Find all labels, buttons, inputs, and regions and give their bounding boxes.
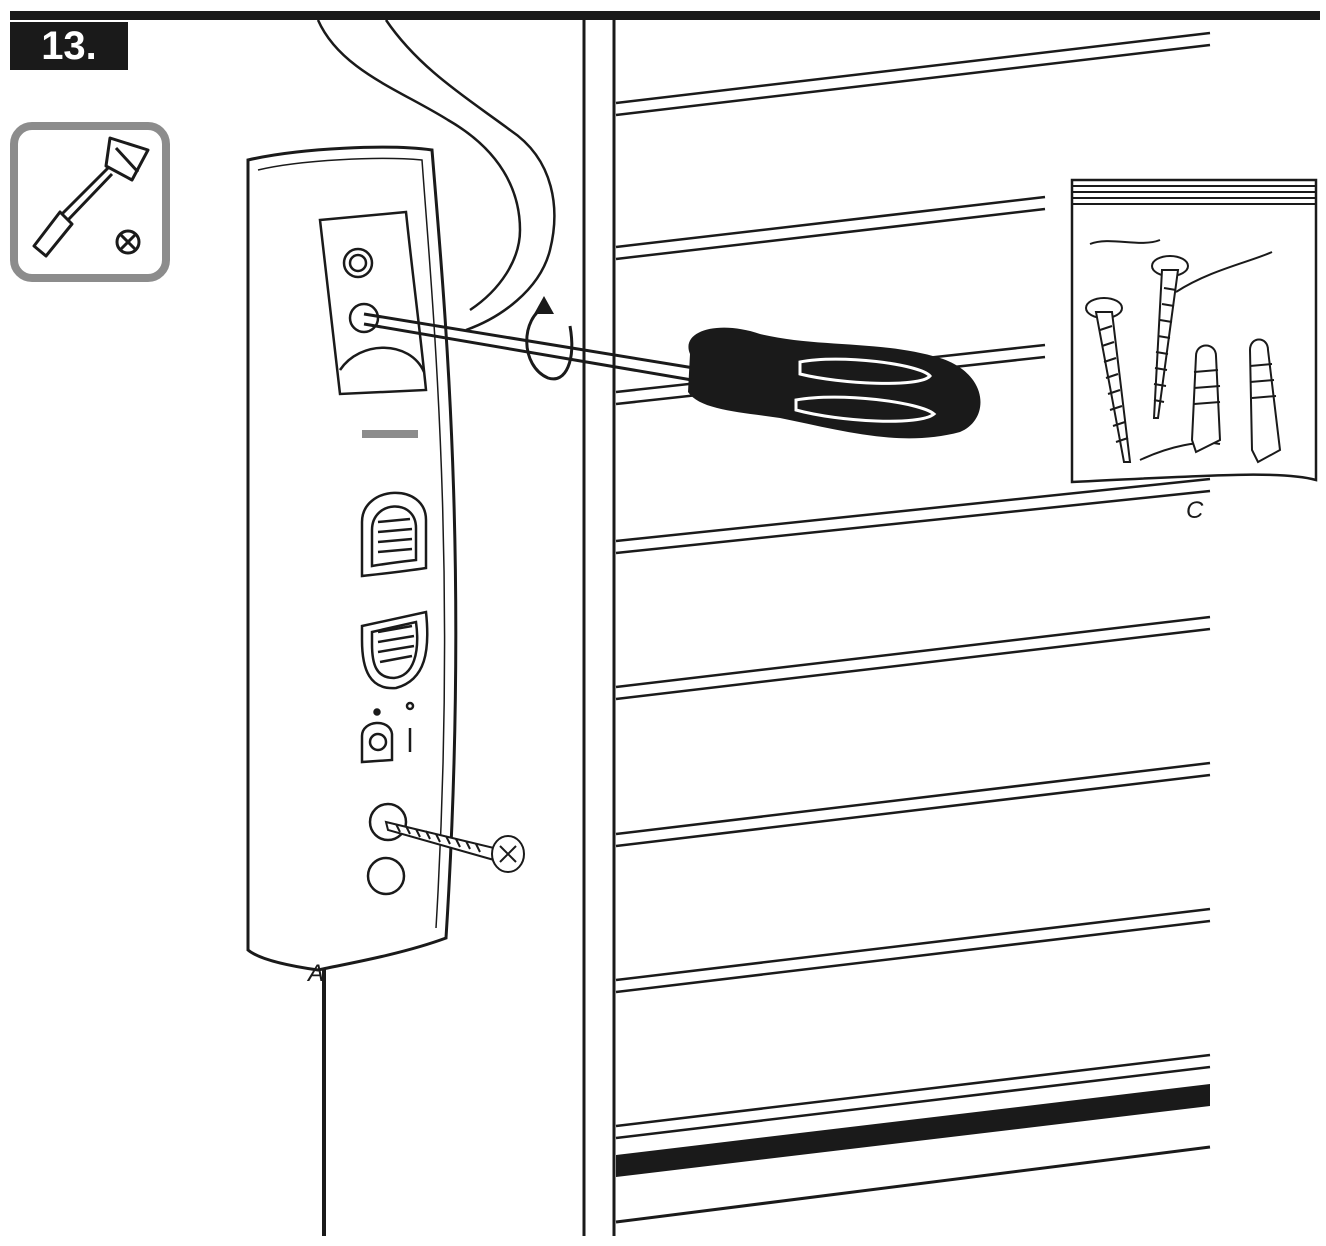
mount-hole <box>342 247 374 279</box>
tool-icon-box <box>10 122 170 282</box>
screw-head-in-recess <box>348 302 380 334</box>
intercom-panel <box>246 145 525 972</box>
brand-logo <box>362 430 418 438</box>
mount-hole-bottom <box>366 856 406 896</box>
step-number-badge: 13. <box>10 22 128 70</box>
top-rule <box>10 11 1320 20</box>
shutter-slats <box>615 31 1211 1140</box>
screwdriver <box>363 312 981 439</box>
shutter-bottom-bar <box>615 1084 1211 1224</box>
speaker-grille-bottom <box>360 610 429 690</box>
bag-screw-right <box>1151 255 1189 419</box>
bag-wall-plug-right <box>1248 338 1282 464</box>
screwdriver-icon <box>32 136 150 258</box>
lower-screw <box>384 820 525 873</box>
speaker-grille-top <box>360 491 428 578</box>
bag-wall-plug-left <box>1190 344 1222 454</box>
panel-mount-recess <box>318 210 428 396</box>
mount-hole-inner <box>348 253 368 273</box>
label-a: A <box>308 960 325 987</box>
cable-loop <box>316 19 556 332</box>
label-c: C <box>1186 497 1204 524</box>
bag-screw-left <box>1085 297 1132 463</box>
rotation-arrow <box>525 296 574 381</box>
phillips-cross-icon <box>115 229 141 255</box>
parts-bag <box>1070 178 1318 484</box>
wall-frame <box>582 20 616 1236</box>
call-button <box>360 701 415 764</box>
